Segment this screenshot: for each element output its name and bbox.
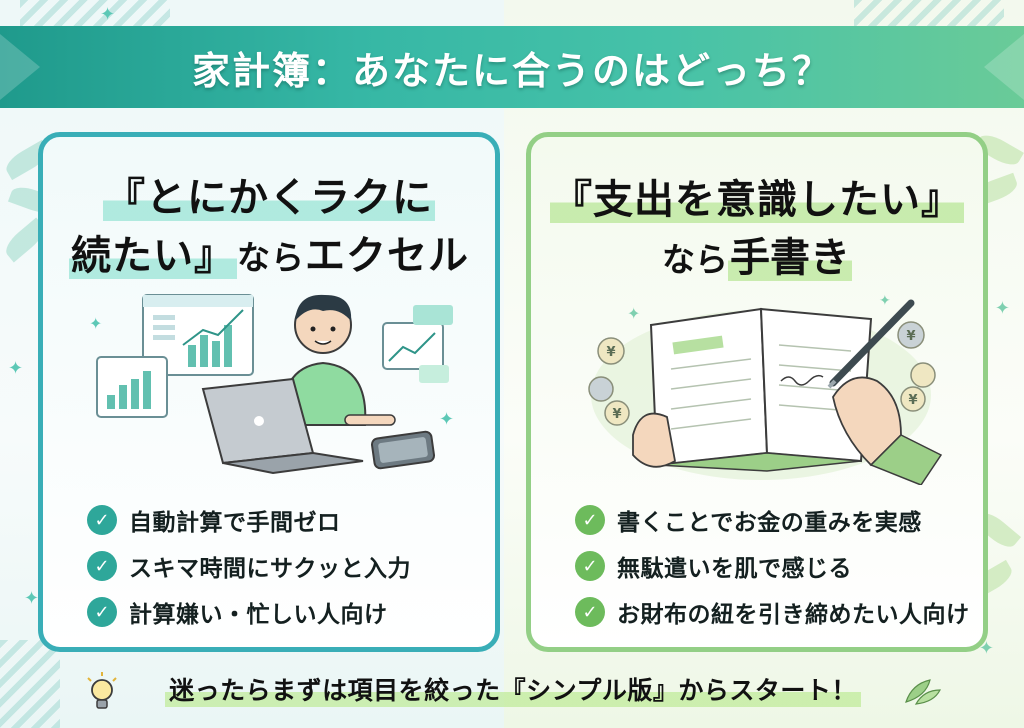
- chart-window-icon: [382, 305, 453, 383]
- coin-icon: ¥ ¥ ¥ ¥: [588, 321, 936, 426]
- check-icon: ✓: [575, 505, 605, 535]
- footer-text: 迷ったらまずは項目を絞った『シンプル版』からスタート！: [165, 671, 861, 707]
- person-figure: [281, 294, 396, 426]
- bullet-text: 書くことでお金の重みを実感: [617, 510, 922, 536]
- coin-symbol: ¥: [606, 345, 615, 360]
- banner-band: [0, 26, 1024, 108]
- bullet-text: お財布の紐を引き締めたい人向け: [617, 602, 970, 628]
- coin-symbol: ¥: [906, 329, 915, 344]
- handwritten-heading-prefix: なら: [662, 240, 728, 279]
- list-item: ✓ 無駄遣いを肌で感じる: [575, 543, 975, 589]
- list-item: ✓ 計算嫌い・忙しい人向け: [87, 589, 487, 635]
- sparkle-icon: ✦: [24, 588, 40, 609]
- check-icon: ✓: [87, 505, 117, 535]
- check-icon: ✓: [575, 597, 605, 627]
- chart-window-icon: [142, 294, 254, 376]
- sparkle-icon: ✦: [627, 304, 640, 323]
- list-item: ✓ お財布の紐を引き締めたい人向け: [575, 589, 975, 635]
- handwritten-panel: 『支出を意識したい』 なら手書き ¥ ¥ ¥ ¥: [526, 132, 988, 652]
- bullet-text: スキマ時間にサクッと入力: [129, 556, 411, 582]
- list-item: ✓ 書くことでお金の重みを実感: [575, 497, 975, 543]
- decor-stripes: [0, 640, 60, 728]
- sparkle-icon: ✦: [994, 298, 1010, 319]
- chart-window-icon: [96, 356, 168, 418]
- bullet-text: 無駄遣いを肌で感じる: [617, 556, 852, 582]
- bullet-text: 計算嫌い・忙しい人向け: [129, 602, 388, 628]
- excel-heading-suffix: なら: [237, 238, 305, 277]
- bullet-text: 自動計算で手間ゼロ: [129, 510, 341, 536]
- excel-bullet-list: ✓ 自動計算で手間ゼロ ✓ スキマ時間にサクッと入力 ✓ 計算嫌い・忙しい人向け: [87, 497, 487, 635]
- excel-heading-tail: エクセル: [305, 233, 469, 279]
- handwritten-heading-main: 手書き: [728, 235, 852, 281]
- laptop-icon: [201, 377, 364, 475]
- page-title: 家計簿：あなたに合うのはどっち？: [191, 48, 832, 93]
- list-item: ✓ スキマ時間にサクッと入力: [87, 543, 487, 589]
- handwritten-heading-text: 『支出を意識したい』: [550, 177, 964, 223]
- lightbulb-icon: [87, 672, 117, 709]
- excel-heading-line1: 『とにかくラクに: [43, 165, 495, 223]
- check-icon: ✓: [575, 551, 605, 581]
- sparkle-icon: ✦: [8, 358, 24, 379]
- smartphone-icon: [370, 430, 436, 470]
- footer-tip: 迷ったらまずは項目を絞った『シンプル版』からスタート！: [58, 660, 968, 718]
- excel-panel: 『とにかくラクに 続たい』ならエクセル: [38, 132, 500, 652]
- sparkle-icon: ✦: [100, 4, 116, 25]
- excel-heading-line2: 続たい』ならエクセル: [43, 223, 495, 281]
- hand-figure: [632, 376, 943, 485]
- excel-heading-main: 続たい』: [69, 233, 237, 279]
- title-banner: 家計簿：あなたに合うのはどっち？: [0, 26, 1024, 108]
- sparkle-icon: ✦: [439, 409, 454, 430]
- coin-symbol: ¥: [612, 407, 621, 422]
- list-item: ✓ 自動計算で手間ゼロ: [87, 497, 487, 543]
- handwritten-heading-line1: 『支出を意識したい』: [531, 167, 983, 225]
- excel-heading-text: 『とにかくラクに: [103, 175, 435, 221]
- check-icon: ✓: [87, 551, 117, 581]
- sparkle-icon: ✦: [89, 314, 102, 333]
- pen-icon: [827, 299, 915, 389]
- sparkle-icon: ✦: [879, 293, 891, 309]
- leaf-icon: [905, 679, 941, 705]
- notebook-writing-illustration: ¥ ¥ ¥ ¥: [588, 293, 943, 485]
- coin-symbol: ¥: [908, 393, 917, 408]
- handwritten-heading-line2: なら手書き: [531, 225, 983, 283]
- check-icon: ✓: [87, 597, 117, 627]
- handwritten-bullet-list: ✓ 書くことでお金の重みを実感 ✓ 無駄遣いを肌で感じる ✓ お財布の紐を引き締…: [575, 497, 975, 635]
- person-laptop-illustration: ✦ ✦: [89, 294, 454, 475]
